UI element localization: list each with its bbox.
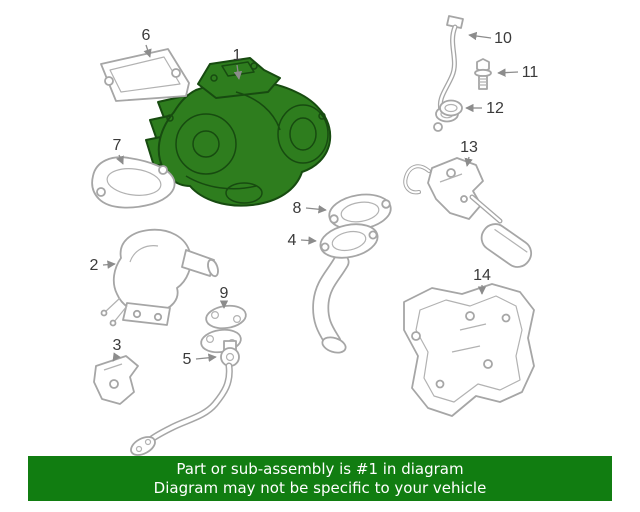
part-11-bolt [474,58,492,90]
part-4-gasket-and-pipe [312,223,379,354]
part-label-10: 10 [494,30,512,47]
part-label-5: 5 [183,351,192,368]
part-label-6: 6 [142,27,151,44]
banner-line-2: Diagram may not be specific to your vehi… [154,479,487,497]
part-label-1: 1 [233,47,242,64]
part-label-12: 12 [486,100,504,117]
part-label-8: 8 [293,200,302,217]
part-label-9: 9 [220,285,229,302]
part-8-gasket [328,193,392,231]
part-label-3: 3 [113,337,122,354]
part-label-2: 2 [90,257,99,274]
part-label-13: 13 [460,139,478,156]
part-label-14: 14 [473,267,491,284]
part-label-4: 4 [288,232,297,249]
banner-line-1: Part or sub-assembly is #1 in diagram [176,460,463,478]
part-5-oil-line [130,340,240,456]
info-banner: Part or sub-assembly is #1 in diagram Di… [28,456,612,501]
part-12-o-ring [439,99,463,117]
info-banner-background [28,456,612,501]
part-label-11: 11 [522,64,539,81]
part-6-gasket [100,48,190,102]
part-13-actuator [403,157,533,268]
part-3-bracket [93,355,139,405]
leader-lines [102,31,519,362]
part-14-heat-shield [403,283,535,417]
part-7-gasket [91,156,176,209]
part-2-manifold [100,228,219,327]
part-label-7: 7 [113,137,122,154]
